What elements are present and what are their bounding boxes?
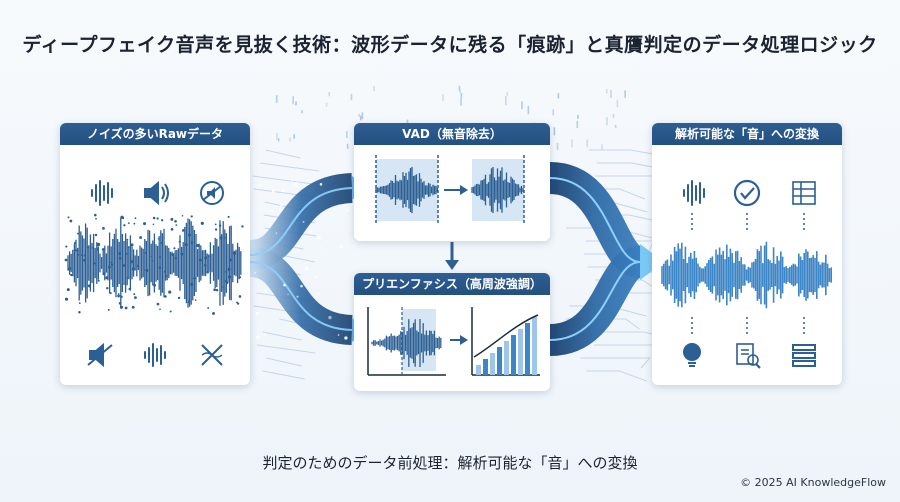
- frequency-bar: [525, 323, 530, 375]
- vad-arrow: [460, 185, 468, 195]
- sparkles: [254, 180, 350, 340]
- frequency-bar: [532, 317, 537, 375]
- panel-vad: VAD（無音除去）: [354, 123, 550, 241]
- flow-raw-to-pre: [248, 247, 354, 345]
- waveform-icon: [683, 180, 705, 206]
- high-frequency-bars: [476, 317, 537, 375]
- frequency-bar: [483, 359, 488, 375]
- pre-emphasis-waveform: [371, 319, 442, 367]
- flow-pre-to-out: [548, 246, 644, 356]
- clean-output-waveform: [661, 241, 832, 309]
- panel-output: 解析可能な「音」への変換: [652, 123, 842, 385]
- page-title: ディープフェイク音声を見抜く技術：波形データに残る「痕跡」と真贋判定のデータ処理…: [22, 34, 878, 56]
- document-search-icon: [736, 343, 761, 369]
- flow-raw-to-vad: [248, 173, 354, 270]
- frequency-bar: [497, 347, 502, 375]
- mute-circle-icon: [200, 181, 224, 205]
- speaker-icon: [144, 180, 169, 206]
- vad-output-waveform: [471, 166, 524, 214]
- list-icon: [792, 344, 816, 367]
- check-circle-icon: [733, 179, 761, 207]
- table-icon: [792, 181, 816, 205]
- pre-arrow: [460, 335, 468, 345]
- lightbulb-icon: [683, 343, 701, 367]
- panel-pre-title: プリエンファシス（高周波強調）: [354, 273, 550, 295]
- bottom-caption: 判定のためのデータ前処理：解析可能な「音」への変換: [262, 454, 638, 472]
- frequency-bar: [476, 365, 481, 375]
- emphasis-curve: [473, 314, 539, 358]
- waveform-icon: [91, 180, 113, 206]
- panel-out-title: 解析可能な「音」への変換: [652, 123, 842, 145]
- frequency-bar: [490, 353, 495, 375]
- vad-input-waveform: [375, 166, 439, 214]
- frequency-bar: [511, 335, 516, 375]
- waveform-icon: [144, 343, 166, 367]
- frequency-bar: [504, 341, 509, 375]
- speaker-muted-icon: [87, 342, 113, 368]
- panel-raw-data: ノイズの多いRawデータ: [60, 123, 250, 385]
- frequency-bar: [518, 329, 523, 375]
- panel-vad-title: VAD（無音除去）: [354, 123, 550, 145]
- raw-noisy-waveform: [64, 213, 244, 315]
- copyright: © 2025 AI KnowledgeFlow: [740, 476, 886, 489]
- panel-raw-title: ノイズの多いRawデータ: [60, 123, 250, 145]
- panel-pre-emphasis: プリエンファシス（高周波強調）: [354, 273, 550, 391]
- cross-icon: [201, 344, 223, 366]
